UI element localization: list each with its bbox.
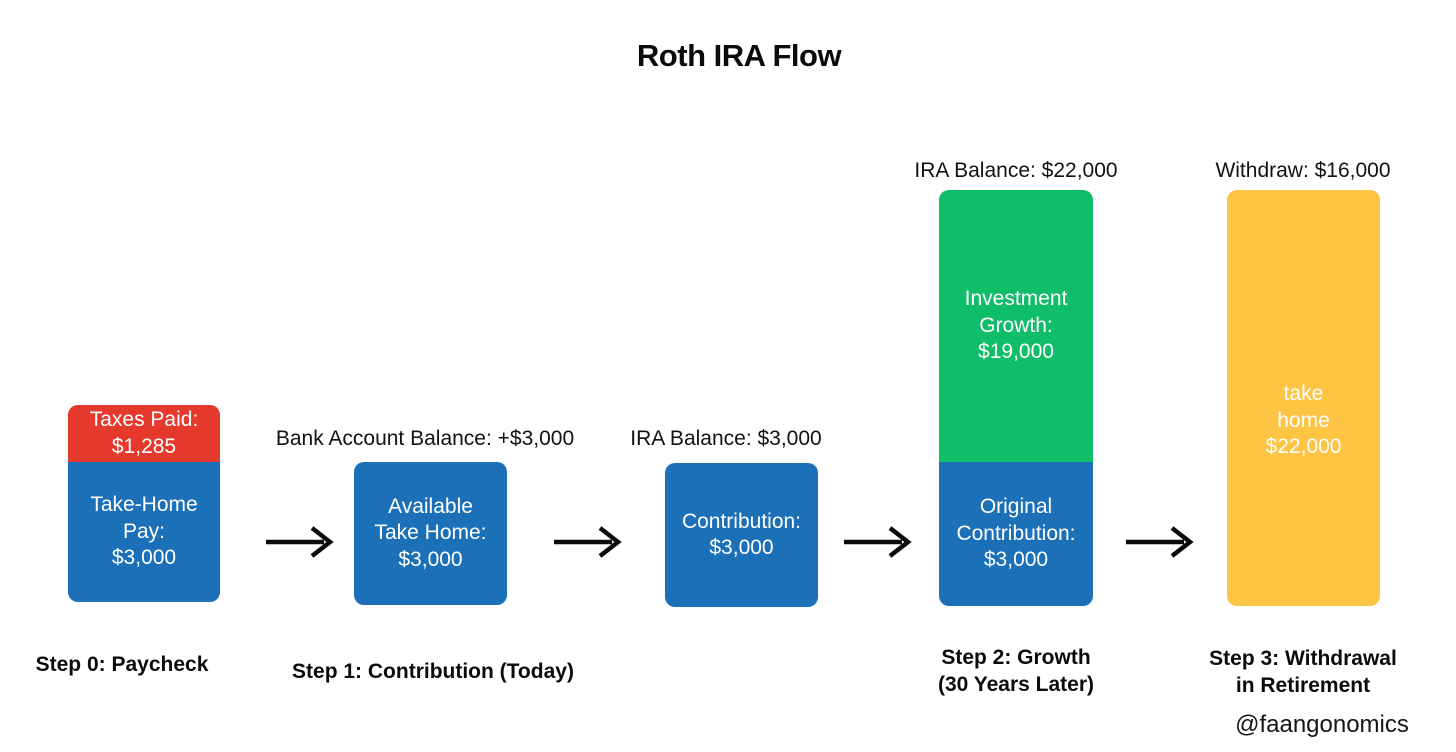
investment-growth-line: Growth: <box>979 313 1053 337</box>
page-title: Roth IRA Flow <box>636 38 842 73</box>
flow-arrow <box>554 526 622 558</box>
flow-arrow <box>266 526 334 558</box>
growth-stacked-box: Investment Growth: $19,000 Original Cont… <box>939 190 1093 606</box>
contribution-line: Contribution: <box>681 509 802 533</box>
taxes-paid-segment: Taxes Paid: $1,285 <box>68 405 220 462</box>
withdraw-label: Withdraw: $16,000 <box>1215 159 1391 182</box>
available-take-home-amount: $3,000 <box>398 547 463 571</box>
investment-growth-amount: $19,000 <box>978 340 1054 364</box>
available-take-home-line: Take Home: <box>374 521 487 545</box>
flow-arrow <box>1126 526 1194 558</box>
flow-arrow <box>844 526 912 558</box>
step0-caption-line: Step 0: Paycheck <box>35 653 209 676</box>
watermark-handle: @faangonomics <box>1235 711 1409 738</box>
retirement-take-home-line: home <box>1277 408 1330 432</box>
available-take-home-line: Available <box>388 494 473 518</box>
step0-caption: Step 0: Paycheck <box>0 651 322 678</box>
step3-caption: Step 3: Withdrawal in Retirement <box>1103 645 1456 699</box>
step1-caption-line: Step 1: Contribution (Today) <box>292 660 574 683</box>
take-home-pay-line: Pay: <box>122 519 166 543</box>
original-contribution-amount: $3,000 <box>983 548 1049 572</box>
contribution-amount: $3,000 <box>709 536 774 559</box>
investment-growth-line: Investment <box>964 287 1068 311</box>
original-contribution-line: Contribution: <box>956 521 1076 545</box>
retirement-take-home-box: take home $22,000 <box>1227 190 1380 606</box>
step3-caption-line: in Retirement <box>1235 674 1371 697</box>
taxes-paid-amount: $1,285 <box>111 434 177 458</box>
step2-caption-line: Step 2: Growth <box>941 646 1091 669</box>
step2-caption-line: (30 Years Later) <box>937 673 1095 696</box>
original-contribution-line: Original <box>979 495 1053 519</box>
taxes-paid-line: Taxes Paid: <box>89 408 199 431</box>
ira-balance-today-label: IRA Balance: $3,000 <box>630 427 822 450</box>
original-contribution-segment: Original Contribution: $3,000 <box>939 462 1093 606</box>
retirement-take-home-amount: $22,000 <box>1265 435 1342 459</box>
take-home-pay-amount: $3,000 <box>111 546 177 570</box>
available-take-home-box: Available Take Home: $3,000 <box>354 462 507 605</box>
step1-caption: Step 1: Contribution (Today) <box>233 658 633 685</box>
step2-caption: Step 2: Growth (30 Years Later) <box>816 644 1216 698</box>
retirement-take-home-line: take <box>1283 382 1324 406</box>
paycheck-stacked-box: Taxes Paid: $1,285 Take-Home Pay: $3,000 <box>68 405 220 602</box>
take-home-pay-line: Take-Home <box>90 493 198 517</box>
take-home-pay-segment: Take-Home Pay: $3,000 <box>68 462 220 602</box>
ira-balance-future-label: IRA Balance: $22,000 <box>914 159 1118 182</box>
investment-growth-segment: Investment Growth: $19,000 <box>939 190 1093 462</box>
contribution-box: Contribution: $3,000 <box>665 463 818 607</box>
step3-caption-line: Step 3: Withdrawal <box>1209 647 1397 670</box>
bank-account-balance-label: Bank Account Balance: +$3,000 <box>275 427 575 450</box>
